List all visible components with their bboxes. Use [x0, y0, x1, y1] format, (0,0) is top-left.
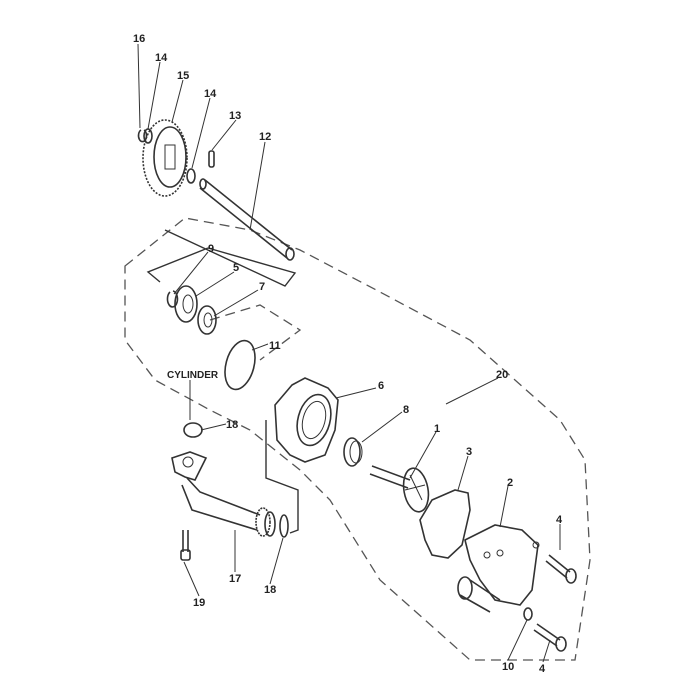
bolt-19 — [180, 530, 191, 561]
assembly-boundary-20 — [124, 217, 591, 661]
callout-9: 9 — [208, 243, 214, 255]
callout-15: 15 — [177, 70, 189, 82]
gear-15 — [142, 119, 188, 197]
impeller-1 — [369, 465, 430, 513]
circlip-16 — [137, 129, 148, 143]
washer-10 — [523, 607, 533, 621]
pump-cover-2 — [457, 524, 540, 613]
callout-2: 2 — [507, 477, 513, 489]
callout-7: 7 — [259, 281, 265, 293]
callout-14: 14 — [155, 52, 168, 64]
bolt-4-upper — [545, 554, 577, 584]
callout-4: 4 — [556, 514, 563, 526]
callout-13: 13 — [229, 110, 241, 122]
o-ring-18 — [183, 422, 203, 438]
callout-8: 8 — [403, 404, 409, 416]
callout-1: 1 — [434, 423, 440, 435]
gasket-3 — [419, 489, 471, 559]
callout-14b: 14 — [204, 88, 217, 100]
leader-lines — [137, 43, 561, 663]
callout-19: 19 — [193, 597, 205, 609]
callout-20: 20 — [496, 369, 508, 381]
callout-16: 16 — [133, 33, 145, 45]
callout-6: 6 — [378, 380, 384, 392]
o-ring-18b — [279, 514, 289, 538]
callout-17: 17 — [229, 573, 241, 585]
mechanical-seal-8 — [343, 437, 363, 467]
seal-7 — [197, 305, 217, 335]
cylinder-label: CYLINDER — [167, 370, 219, 381]
callout-11: 11 — [269, 340, 281, 352]
callout-12: 12 — [259, 131, 271, 143]
pin-13 — [208, 150, 215, 168]
o-ring-11 — [224, 339, 256, 391]
bolt-4-lower — [533, 623, 567, 652]
shaft-12 — [199, 178, 295, 261]
callout-5: 5 — [233, 262, 239, 274]
washer-14b — [186, 168, 196, 184]
callout-18b: 18 — [264, 584, 276, 596]
pump-housing-6 — [274, 377, 339, 463]
pipe-group-bracket — [265, 420, 299, 534]
callout-10: 10 — [502, 661, 514, 673]
water-pipe-17 — [171, 451, 276, 537]
bearing-group-bracket — [146, 229, 297, 287]
callout-3: 3 — [466, 446, 472, 458]
callout-18: 18 — [226, 419, 238, 431]
bearing-5 — [174, 285, 198, 323]
callout-4b: 4 — [539, 663, 546, 675]
